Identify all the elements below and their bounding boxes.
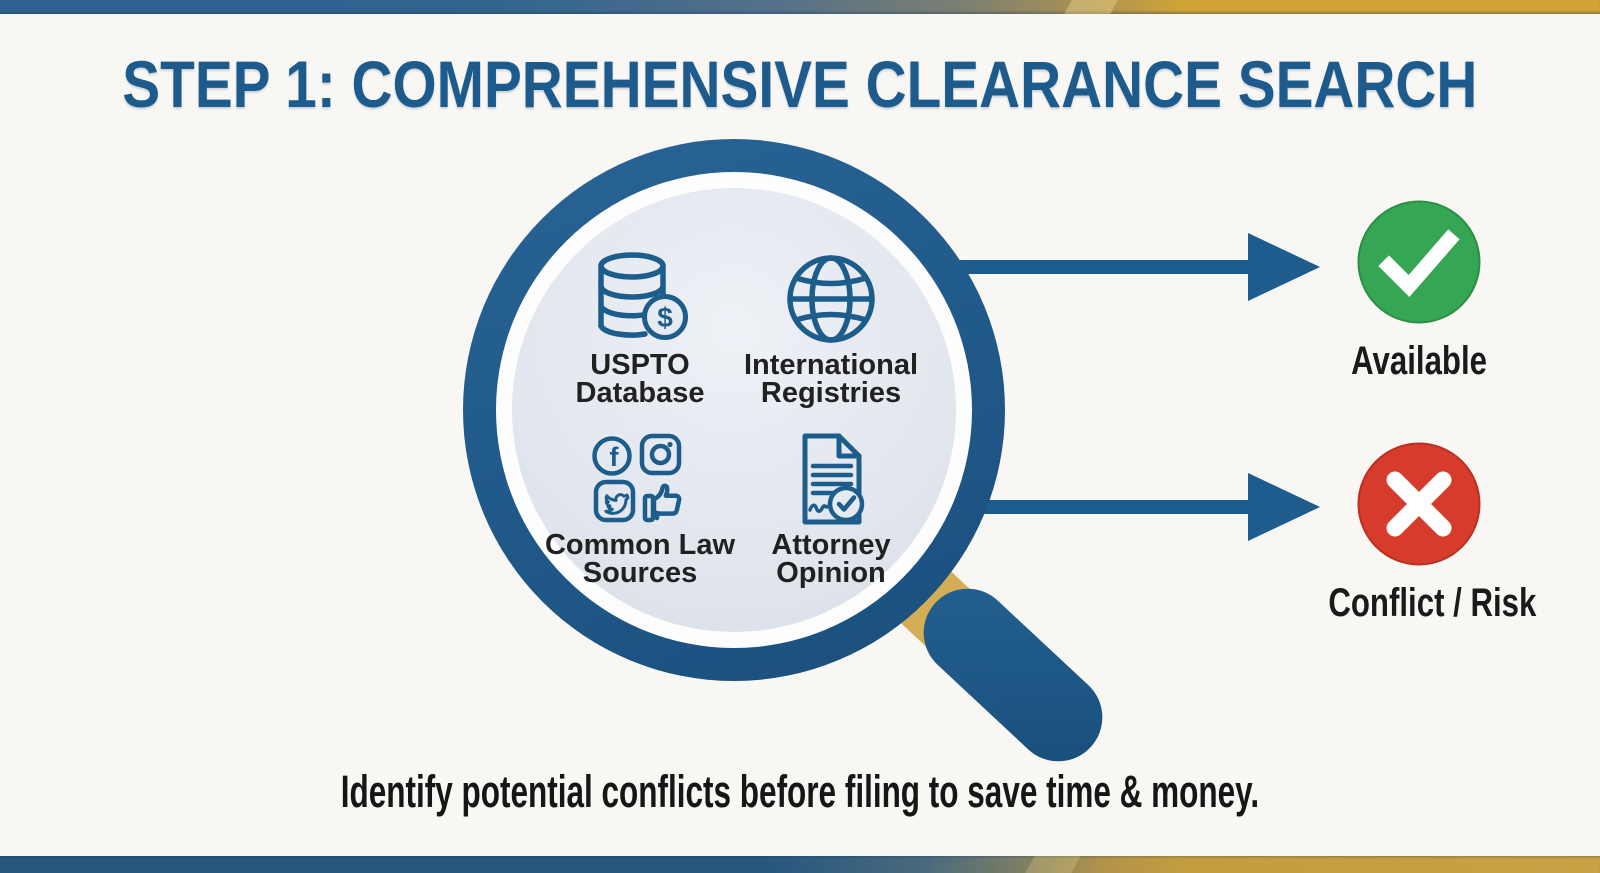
search-source-common-law: f Common Law Sources bbox=[543, 430, 737, 589]
source-label-line2: Opinion bbox=[776, 557, 886, 589]
page-title: STEP 1: COMPREHENSIVE CLEARANCE SEARCH bbox=[0, 44, 1600, 124]
source-label-line2: Registries bbox=[760, 377, 902, 409]
twitter-icon bbox=[593, 479, 636, 523]
source-label-line1: International bbox=[743, 349, 918, 381]
page-title-text: STEP 1: COMPREHENSIVE CLEARANCE SEARCH bbox=[122, 47, 1478, 121]
top-border-bar bbox=[0, 0, 1600, 14]
arrow-to-conflict bbox=[952, 473, 1320, 541]
instagram-icon bbox=[639, 433, 682, 476]
database-dollar-icon: $ bbox=[598, 252, 688, 340]
outcome-label: Conflict / Risk bbox=[1328, 581, 1537, 625]
x-circle-icon bbox=[1357, 442, 1481, 566]
outcome-label: Available bbox=[1351, 339, 1487, 383]
bottom-bar-glint bbox=[1025, 856, 1081, 873]
document-check-icon bbox=[802, 433, 865, 525]
source-label-line1: Attorney bbox=[771, 529, 891, 561]
source-label-line1: Common Law bbox=[544, 529, 736, 561]
search-source-uspto-database: $ USPTO Database bbox=[543, 250, 737, 409]
outcome-available: Available bbox=[1299, 200, 1539, 384]
magnifier-handle bbox=[905, 570, 1121, 780]
magnifier-lens bbox=[512, 188, 956, 632]
dollar-glyph: $ bbox=[657, 302, 673, 333]
source-label-line1: USPTO bbox=[590, 349, 690, 381]
footer-caption-text: Identify potential conflicts before fili… bbox=[340, 766, 1260, 817]
result-arrows bbox=[930, 233, 1320, 541]
top-bar-glint bbox=[1064, 0, 1118, 14]
bottom-border-bar bbox=[0, 856, 1600, 873]
search-source-attorney-opinion: Attorney Opinion bbox=[734, 430, 928, 589]
globe-icon bbox=[787, 255, 875, 343]
arrow-to-available bbox=[930, 233, 1320, 301]
source-label-line2: Database bbox=[575, 377, 705, 409]
thumbs-up-icon bbox=[642, 483, 682, 523]
source-label-line2: Sources bbox=[582, 557, 698, 589]
facebook-icon: f bbox=[592, 436, 632, 476]
check-circle-icon bbox=[1357, 200, 1481, 324]
outcome-conflict-risk: Conflict / Risk bbox=[1299, 442, 1539, 626]
search-source-international-registries: International Registries bbox=[734, 250, 928, 409]
social-media-icons: f bbox=[592, 433, 682, 523]
facebook-f-glyph: f bbox=[610, 442, 620, 472]
footer-caption: Identify potential conflicts before fili… bbox=[0, 766, 1600, 818]
